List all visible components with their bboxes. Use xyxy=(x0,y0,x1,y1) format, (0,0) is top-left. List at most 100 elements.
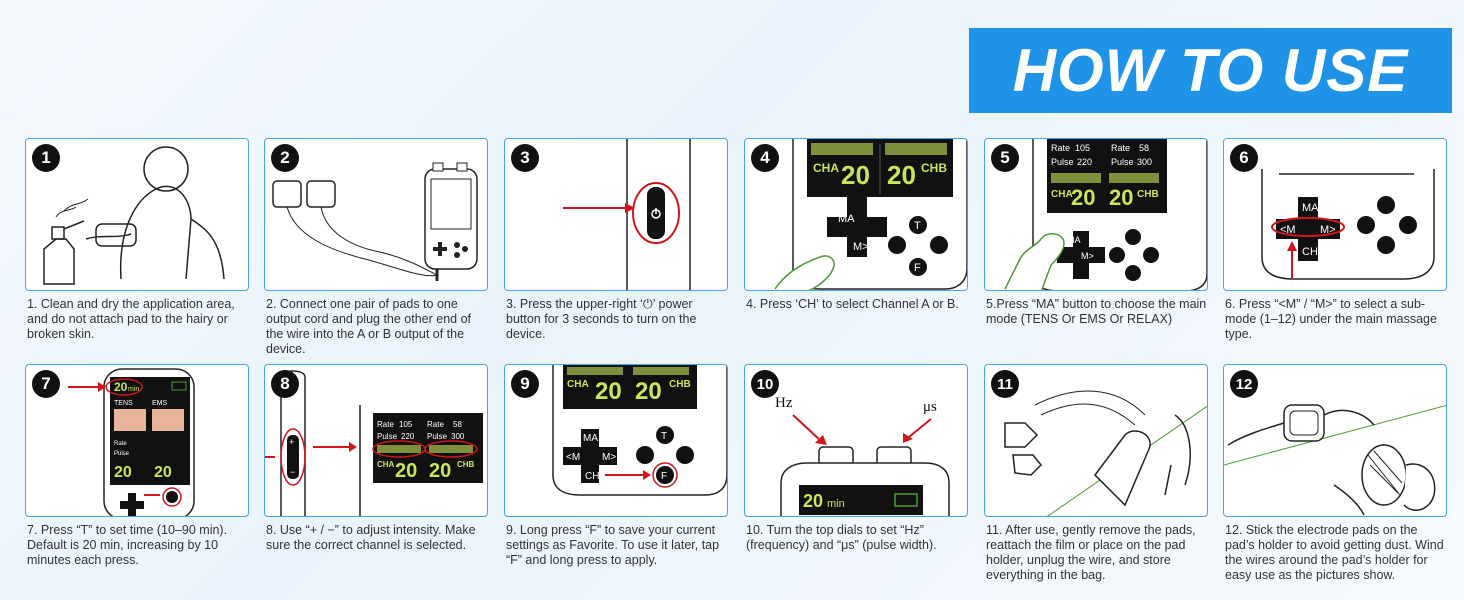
top-dials-icon: Hz μs 20 min xyxy=(775,395,950,516)
step-5: 5 Rate 105 Rate 58 Pulse 220 Pulse 300 C… xyxy=(984,138,1208,327)
svg-text:58: 58 xyxy=(1139,143,1149,153)
svg-text:Pulse: Pulse xyxy=(1111,157,1134,167)
step-number-badge: 12 xyxy=(1230,370,1258,398)
svg-text:F: F xyxy=(661,471,667,482)
svg-text:20: 20 xyxy=(635,378,662,405)
svg-text:Rate: Rate xyxy=(377,420,394,429)
step-caption: 6. Press “<M” / “M>” to select a sub-mod… xyxy=(1225,297,1437,341)
svg-text:20: 20 xyxy=(595,378,622,405)
svg-text:20: 20 xyxy=(841,160,870,190)
svg-text:F: F xyxy=(914,262,921,274)
step-4: 4 CHA 20 20 CHB MA <M M> T F 4. Press ‘C… xyxy=(744,138,968,312)
svg-text:CH: CH xyxy=(1302,246,1318,258)
set-time-icon: 20 min TENS EMS Rate Pulse 20 20 xyxy=(68,368,195,516)
cleaning-arm-icon xyxy=(43,146,225,285)
step-8: 8 + − Rate 105 Rate 58 Pulse 220 Pulse 3… xyxy=(264,364,488,553)
step-number-badge: 11 xyxy=(991,370,1019,398)
step-caption: 9. Long press “F” to save your current s… xyxy=(506,523,720,567)
step-caption: 12. Stick the electrode pads on the pad’… xyxy=(1225,523,1444,582)
step-6-illustration: 6 MA <M M> CH xyxy=(1223,138,1447,291)
step-9: 9 CHA 20 20 CHB MA <M M> CH T F 9. Long … xyxy=(504,364,728,568)
step-12-illustration: 12 xyxy=(1223,364,1447,517)
svg-text:20: 20 xyxy=(114,464,132,481)
step-1: 1 1. Clean and dry the application area,… xyxy=(25,138,249,342)
svg-text:20: 20 xyxy=(1071,185,1095,210)
step-caption: 5.Press “MA” button to choose the main m… xyxy=(986,297,1207,326)
svg-text:+: + xyxy=(289,437,294,447)
step-caption: 3. Press the upper-right ‘⏻’ power butto… xyxy=(506,297,697,341)
step-number-badge: 4 xyxy=(751,144,779,172)
how-to-use-banner: HOW TO USE xyxy=(969,28,1452,113)
pad-holder-icon xyxy=(1224,404,1446,516)
svg-text:CH: CH xyxy=(585,471,599,482)
svg-text:20: 20 xyxy=(1109,185,1133,210)
step-4-illustration: 4 CHA 20 20 CHB MA <M M> T F xyxy=(744,138,968,291)
step-9-illustration: 9 CHA 20 20 CHB MA <M M> CH T F xyxy=(504,364,728,517)
step-caption: 7. Press “T” to set time (10–90 min). De… xyxy=(27,523,228,567)
svg-text:M>: M> xyxy=(1081,251,1094,261)
svg-text:M>: M> xyxy=(853,241,869,253)
svg-text:T: T xyxy=(661,431,667,442)
step-5-illustration: 5 Rate 105 Rate 58 Pulse 220 Pulse 300 C… xyxy=(984,138,1208,291)
step-caption: 1. Clean and dry the application area, a… xyxy=(27,297,235,341)
svg-text:220: 220 xyxy=(401,432,415,441)
svg-text:300: 300 xyxy=(451,432,465,441)
svg-text:CHA: CHA xyxy=(377,460,395,469)
svg-text:20: 20 xyxy=(429,460,451,482)
svg-text:μs: μs xyxy=(923,399,937,415)
svg-text:−: − xyxy=(290,467,295,477)
svg-text:20: 20 xyxy=(395,460,417,482)
adjust-intensity-icon: + − Rate 105 Rate 58 Pulse 220 Pulse 300… xyxy=(265,370,483,516)
main-mode-icon: Rate 105 Rate 58 Pulse 220 Pulse 300 CHA… xyxy=(1004,139,1207,290)
svg-text:300: 300 xyxy=(1137,157,1152,167)
step-3: 3 3. Press the upper-right ‘⏻’ power but… xyxy=(504,138,728,342)
svg-text:CHB: CHB xyxy=(669,379,691,390)
svg-text:58: 58 xyxy=(453,420,462,429)
svg-text:Pulse: Pulse xyxy=(114,451,130,457)
svg-text:CHB: CHB xyxy=(921,161,947,175)
step-10: 10 Hz μs 20 min 10. Turn the top dials t… xyxy=(744,364,968,553)
svg-text:CHA: CHA xyxy=(1051,189,1073,200)
svg-text:Pulse: Pulse xyxy=(1051,157,1074,167)
svg-text:EMS: EMS xyxy=(152,400,168,407)
svg-text:CHA: CHA xyxy=(813,161,839,175)
power-button-icon xyxy=(563,139,691,290)
remove-pads-icon xyxy=(1004,390,1207,516)
step-11-illustration: 11 xyxy=(984,364,1208,517)
step-12: 12 12. Stick the electrode pads on the p… xyxy=(1223,364,1447,583)
svg-text:20: 20 xyxy=(154,464,172,481)
step-number-badge: 1 xyxy=(32,144,60,172)
step-number-badge: 8 xyxy=(271,370,299,398)
svg-text:Rate: Rate xyxy=(1051,143,1070,153)
step-caption: 8. Use “+ / −” to adjust intensity. Make… xyxy=(266,523,476,552)
svg-text:min: min xyxy=(128,386,139,393)
svg-text:105: 105 xyxy=(1075,143,1090,153)
svg-text:Rate: Rate xyxy=(1111,143,1130,153)
svg-text:CHB: CHB xyxy=(1137,189,1159,200)
svg-text:<M: <M xyxy=(815,241,831,253)
step-number-badge: 10 xyxy=(751,370,779,398)
svg-text:<M: <M xyxy=(566,452,580,463)
step-8-illustration: 8 + − Rate 105 Rate 58 Pulse 220 Pulse 3… xyxy=(264,364,488,517)
step-number-badge: 2 xyxy=(271,144,299,172)
step-caption: 10. Turn the top dials to set “Hz” (freq… xyxy=(746,523,937,552)
svg-text:20: 20 xyxy=(114,380,128,394)
svg-text:MA: MA xyxy=(838,213,855,225)
svg-text:20: 20 xyxy=(887,160,916,190)
step-3-illustration: 3 xyxy=(504,138,728,291)
svg-text:Rate: Rate xyxy=(114,441,127,447)
pads-wire-device-icon xyxy=(272,162,478,281)
svg-text:Hz: Hz xyxy=(775,395,793,411)
svg-text:CHB: CHB xyxy=(457,460,475,469)
banner-title: HOW TO USE xyxy=(1012,37,1409,104)
step-10-illustration: 10 Hz μs 20 min xyxy=(744,364,968,517)
step-caption: 4. Press ‘CH’ to select Channel A or B. xyxy=(746,297,959,311)
svg-text:MA: MA xyxy=(1302,202,1319,214)
step-number-badge: 9 xyxy=(511,370,539,398)
favorite-button-icon: CHA 20 20 CHB MA <M M> CH T F xyxy=(552,365,727,496)
step-number-badge: 6 xyxy=(1230,144,1258,172)
step-caption: 11. After use, gently remove the pads, r… xyxy=(986,523,1196,582)
step-11: 11 11. After use, gently remove the pads… xyxy=(984,364,1208,583)
svg-text:220: 220 xyxy=(1077,157,1092,167)
step-number-badge: 7 xyxy=(32,370,60,398)
